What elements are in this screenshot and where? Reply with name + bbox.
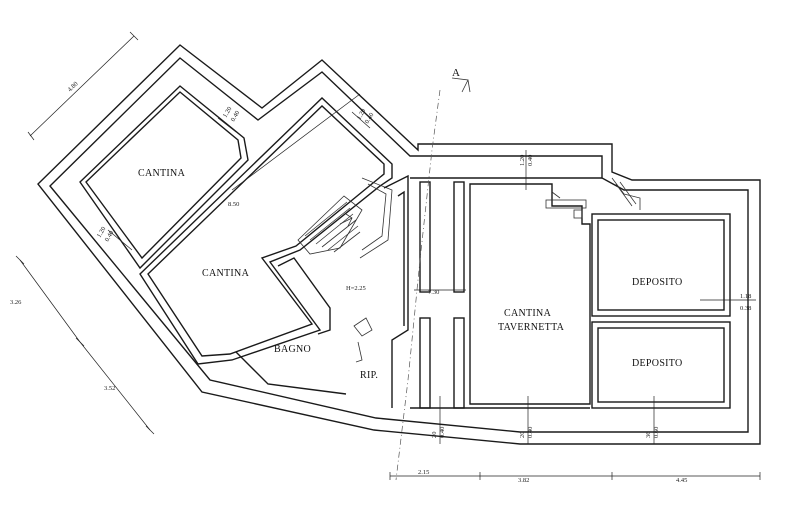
room-label-cantina-tavernetta-1: CANTINA — [504, 308, 552, 319]
section-arrow-icon — [451, 77, 471, 93]
dim-tav-width: 7.30 — [428, 289, 439, 296]
cantina-top-room — [79, 85, 249, 270]
dimension-lines — [15, 31, 761, 480]
bagno-walls — [235, 174, 409, 408]
section-line: A — [395, 67, 471, 481]
room-label-deposito-bottom: DEPOSITO — [632, 358, 683, 369]
dim-bottom-2: 3.82 — [518, 477, 529, 484]
dim-win-bot-2a: 20 — [519, 432, 526, 439]
cantina-tavernetta-room — [469, 183, 591, 405]
dim-win-2a: 1.20 — [222, 106, 234, 119]
section-marker-label: A — [452, 67, 460, 79]
stair — [297, 177, 393, 259]
room-label-cantina-tavernetta-2: TAVERNETTA — [498, 322, 565, 333]
dim-bottom-3: 4.45 — [676, 477, 687, 484]
dim-win-bot-3b: 0.60 — [653, 427, 660, 438]
room-label-cantina-main: CANTINA — [202, 268, 250, 279]
deposito-rooms — [591, 177, 731, 409]
dim-outer-left-bottom: 3.52 — [104, 385, 115, 392]
dim-win-1a: 1.20 — [96, 226, 108, 239]
dim-win-bot-1b: 0.40 — [439, 427, 446, 438]
dim-win-bot-1a: 20 — [431, 432, 438, 439]
room-label-rip: RIP. — [360, 370, 378, 381]
stair-arrow-icon — [339, 213, 353, 227]
dim-outer-left-mid: 3.26 — [10, 299, 22, 306]
dim-win-4a: 1.20 — [519, 155, 526, 166]
dim-win-2b: 0.40 — [230, 110, 242, 123]
outer-walls — [37, 44, 761, 445]
dim-bottom-1: 2.15 — [418, 469, 429, 476]
dim-height-mark: H=2.25 — [346, 285, 366, 292]
dim-outer-left-top: 4.80 — [67, 81, 80, 94]
dim-win-right-a: 1.18 — [740, 293, 751, 300]
dim-win-bot-2b: 0.40 — [527, 427, 534, 438]
dim-win-right-b: 0.38 — [740, 305, 751, 312]
dim-inner-length: 8.50 — [228, 201, 239, 208]
dim-win-bot-3a: 36 — [645, 431, 652, 438]
dim-win-3b: 0.40 — [364, 112, 376, 125]
cantina-main-room — [139, 97, 393, 365]
room-label-cantina-top: CANTINA — [138, 168, 186, 179]
dim-win-3a: 1.20 — [356, 108, 368, 121]
dim-win-1b: 0.40 — [104, 230, 116, 243]
room-label-bagno: BAGNO — [274, 344, 311, 355]
dim-win-4b: 0.40 — [527, 155, 534, 166]
room-label-deposito-top: DEPOSITO — [632, 277, 683, 288]
